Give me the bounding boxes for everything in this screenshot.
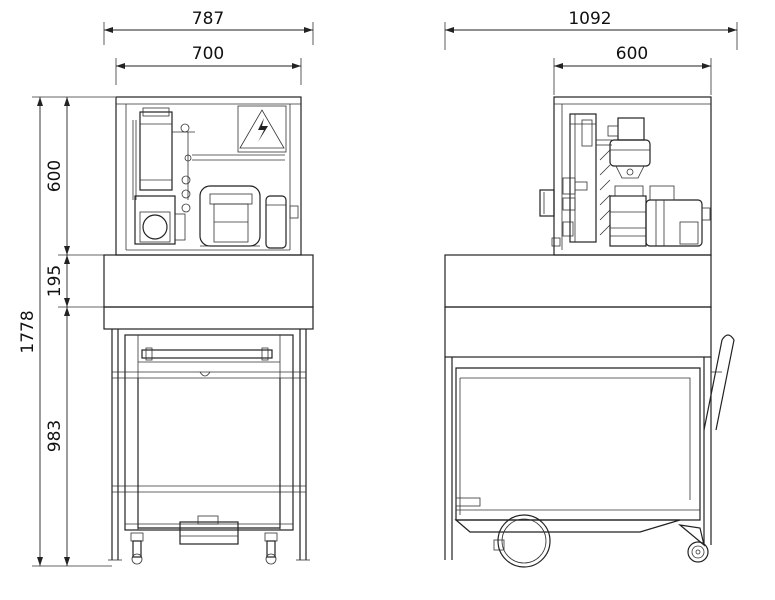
side-electrical-box [539,189,555,217]
foot-pedal [179,521,239,545]
large-wheel [497,514,551,568]
front-dimensions: 787 700 1778 600 195 983 [18,9,314,567]
side-motor [645,199,703,247]
side-middle-base [444,254,712,308]
filter-cylinder [139,111,173,191]
middle-base [103,254,314,308]
caster-right [264,532,278,565]
side-cart-body [455,367,701,521]
warning-plate [237,105,287,153]
front-view [103,96,314,565]
side-base-lip [444,306,712,358]
high-voltage-warning-icon [239,109,285,149]
side-pump [609,195,647,247]
pump-body [134,195,176,245]
base-lip [103,306,314,330]
cart-frame [124,334,294,531]
small-caster [687,541,709,563]
pump-impeller [142,214,168,240]
side-top-cabinet [553,96,712,256]
side-dimensions: 1092 600 [444,9,738,95]
side-upper-motor [617,117,645,141]
dim-label-depth-inner: 600 [616,44,648,64]
dim-label-width-inner: 700 [192,44,224,64]
side-view [444,96,735,568]
dim-label-height-top: 600 [45,160,65,192]
collection-bin [137,378,281,529]
caster-left [130,532,144,565]
cart-handle [141,349,273,359]
motor [199,185,261,247]
side-tank [265,195,287,249]
side-handle [703,334,735,431]
dim-label-height-middle: 195 [45,265,65,297]
dim-label-width-outer: 787 [192,9,224,29]
dim-label-depth-outer: 1092 [568,9,611,29]
dim-label-height-bottom: 983 [45,420,65,452]
lightning-icon [258,118,268,142]
dim-label-height-total: 1778 [18,310,38,353]
